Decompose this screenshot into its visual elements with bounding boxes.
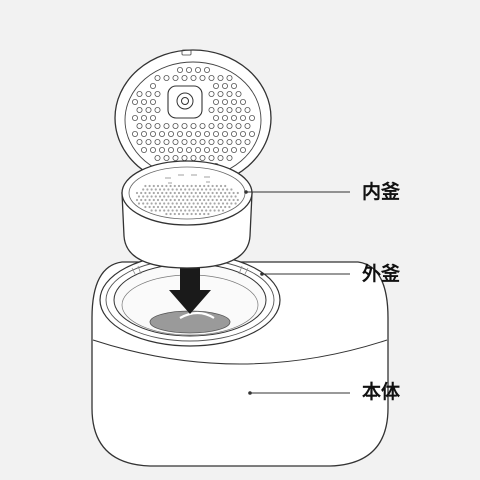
label-outer-pot: 外釜	[362, 263, 401, 285]
label-inner-pot: 内釜	[362, 181, 401, 203]
cooker-lid	[114, 49, 272, 187]
inner-pot	[121, 160, 253, 269]
steam-vent	[167, 85, 203, 119]
down-arrow-icon	[169, 268, 211, 314]
label-body: 本体	[362, 381, 401, 403]
callout-leaders	[244, 190, 350, 395]
